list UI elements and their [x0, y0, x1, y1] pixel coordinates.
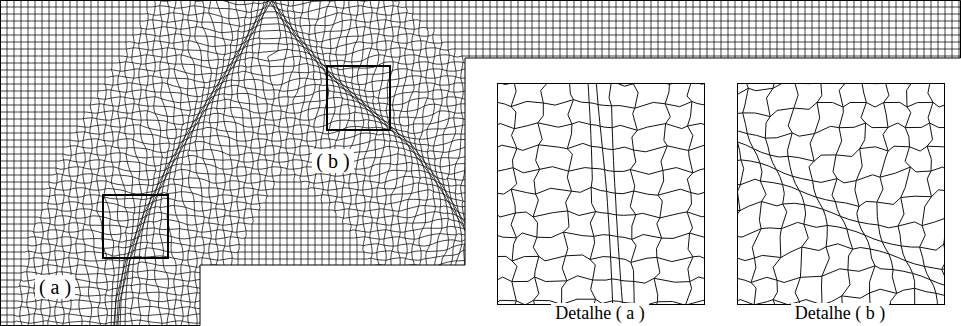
- detail-box: [327, 66, 390, 130]
- detail-mesh: [497, 83, 704, 304]
- detail-caption: Detalhe ( a ): [551, 303, 648, 325]
- callout-label: ( b ): [312, 149, 353, 173]
- detail-caption: Detalhe ( b ): [791, 303, 889, 325]
- mesh-lines: [737, 83, 944, 304]
- detail-frame: [498, 84, 705, 305]
- detail-mesh: [737, 83, 944, 304]
- crack-line: [268, 0, 468, 235]
- crack-line: [272, 0, 472, 235]
- crack-line: [113, 0, 268, 326]
- mesh-lines: [497, 83, 704, 304]
- detail-frame: [738, 84, 945, 305]
- callout-label: ( a ): [35, 275, 75, 299]
- crack-line: [117, 0, 272, 326]
- detail-box: [103, 195, 168, 258]
